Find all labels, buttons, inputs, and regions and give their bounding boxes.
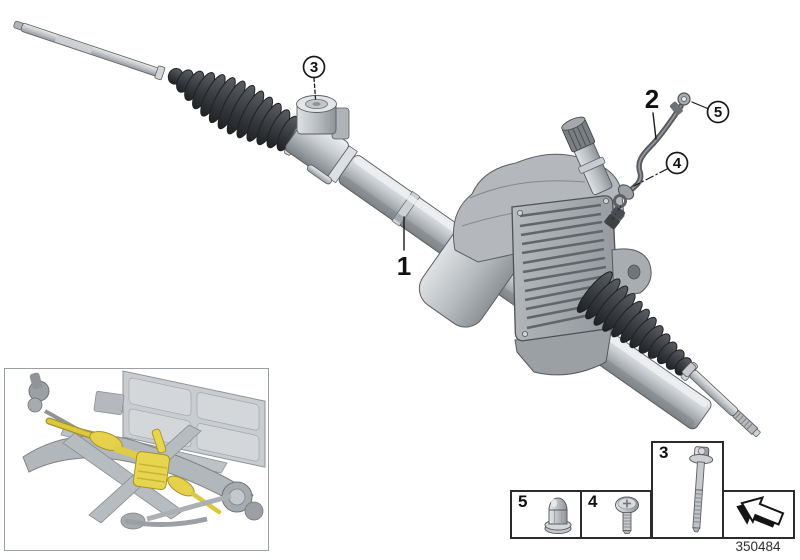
left-tie-rod — [13, 20, 166, 81]
legend-screw-number: 4 — [588, 492, 598, 511]
callout-2-label[interactable]: 2 — [645, 84, 659, 114]
mounting-bushing — [296, 95, 350, 140]
cap-nut-icon — [544, 497, 572, 534]
legend-cell-bolt[interactable]: 3 — [651, 441, 724, 539]
housing-pin — [306, 164, 332, 185]
callout-5-label[interactable]: 5 — [714, 104, 722, 121]
left-bellows-boot — [167, 67, 307, 156]
callout-4-circle[interactable] — [665, 151, 689, 175]
legend-cell-nut[interactable]: 5 — [510, 490, 582, 539]
legend-cell-direction — [722, 490, 795, 539]
legend-bolt-number: 3 — [659, 443, 669, 462]
highlighted-steering-gear — [45, 417, 222, 515]
steering-input-shaft — [561, 116, 613, 196]
callout-4-leader — [633, 168, 668, 187]
pan-head-screw-icon — [615, 496, 639, 534]
direction-of-travel-arrow-icon — [736, 495, 785, 528]
ecu-motor-unit — [418, 116, 652, 376]
right-tie-rod — [681, 362, 761, 438]
callouts: 1 2 3 4 5 — [302, 55, 730, 281]
callout-3-label[interactable]: 3 — [310, 59, 318, 76]
legend-cell-screw[interactable]: 4 — [580, 490, 652, 539]
sensor-connector — [611, 206, 625, 220]
front-axle-thumbnail-drawing — [22, 370, 266, 530]
legend-nut-number: 5 — [518, 492, 528, 511]
location-thumbnail[interactable] — [4, 368, 269, 551]
stabilizer-link — [146, 493, 232, 522]
callout-2-leader — [652, 112, 657, 140]
callout-3-leader — [313, 77, 317, 100]
callout-1-label[interactable]: 1 — [397, 251, 411, 281]
flange-bolt-icon — [689, 446, 714, 533]
callout-5-circle[interactable] — [706, 100, 730, 124]
callout-4-label[interactable]: 4 — [673, 155, 682, 172]
callout-5-leader — [691, 101, 709, 110]
callout-3-circle[interactable] — [302, 55, 326, 79]
drawing-number: 350484 — [735, 539, 781, 554]
right-bellows-boot — [576, 271, 699, 381]
